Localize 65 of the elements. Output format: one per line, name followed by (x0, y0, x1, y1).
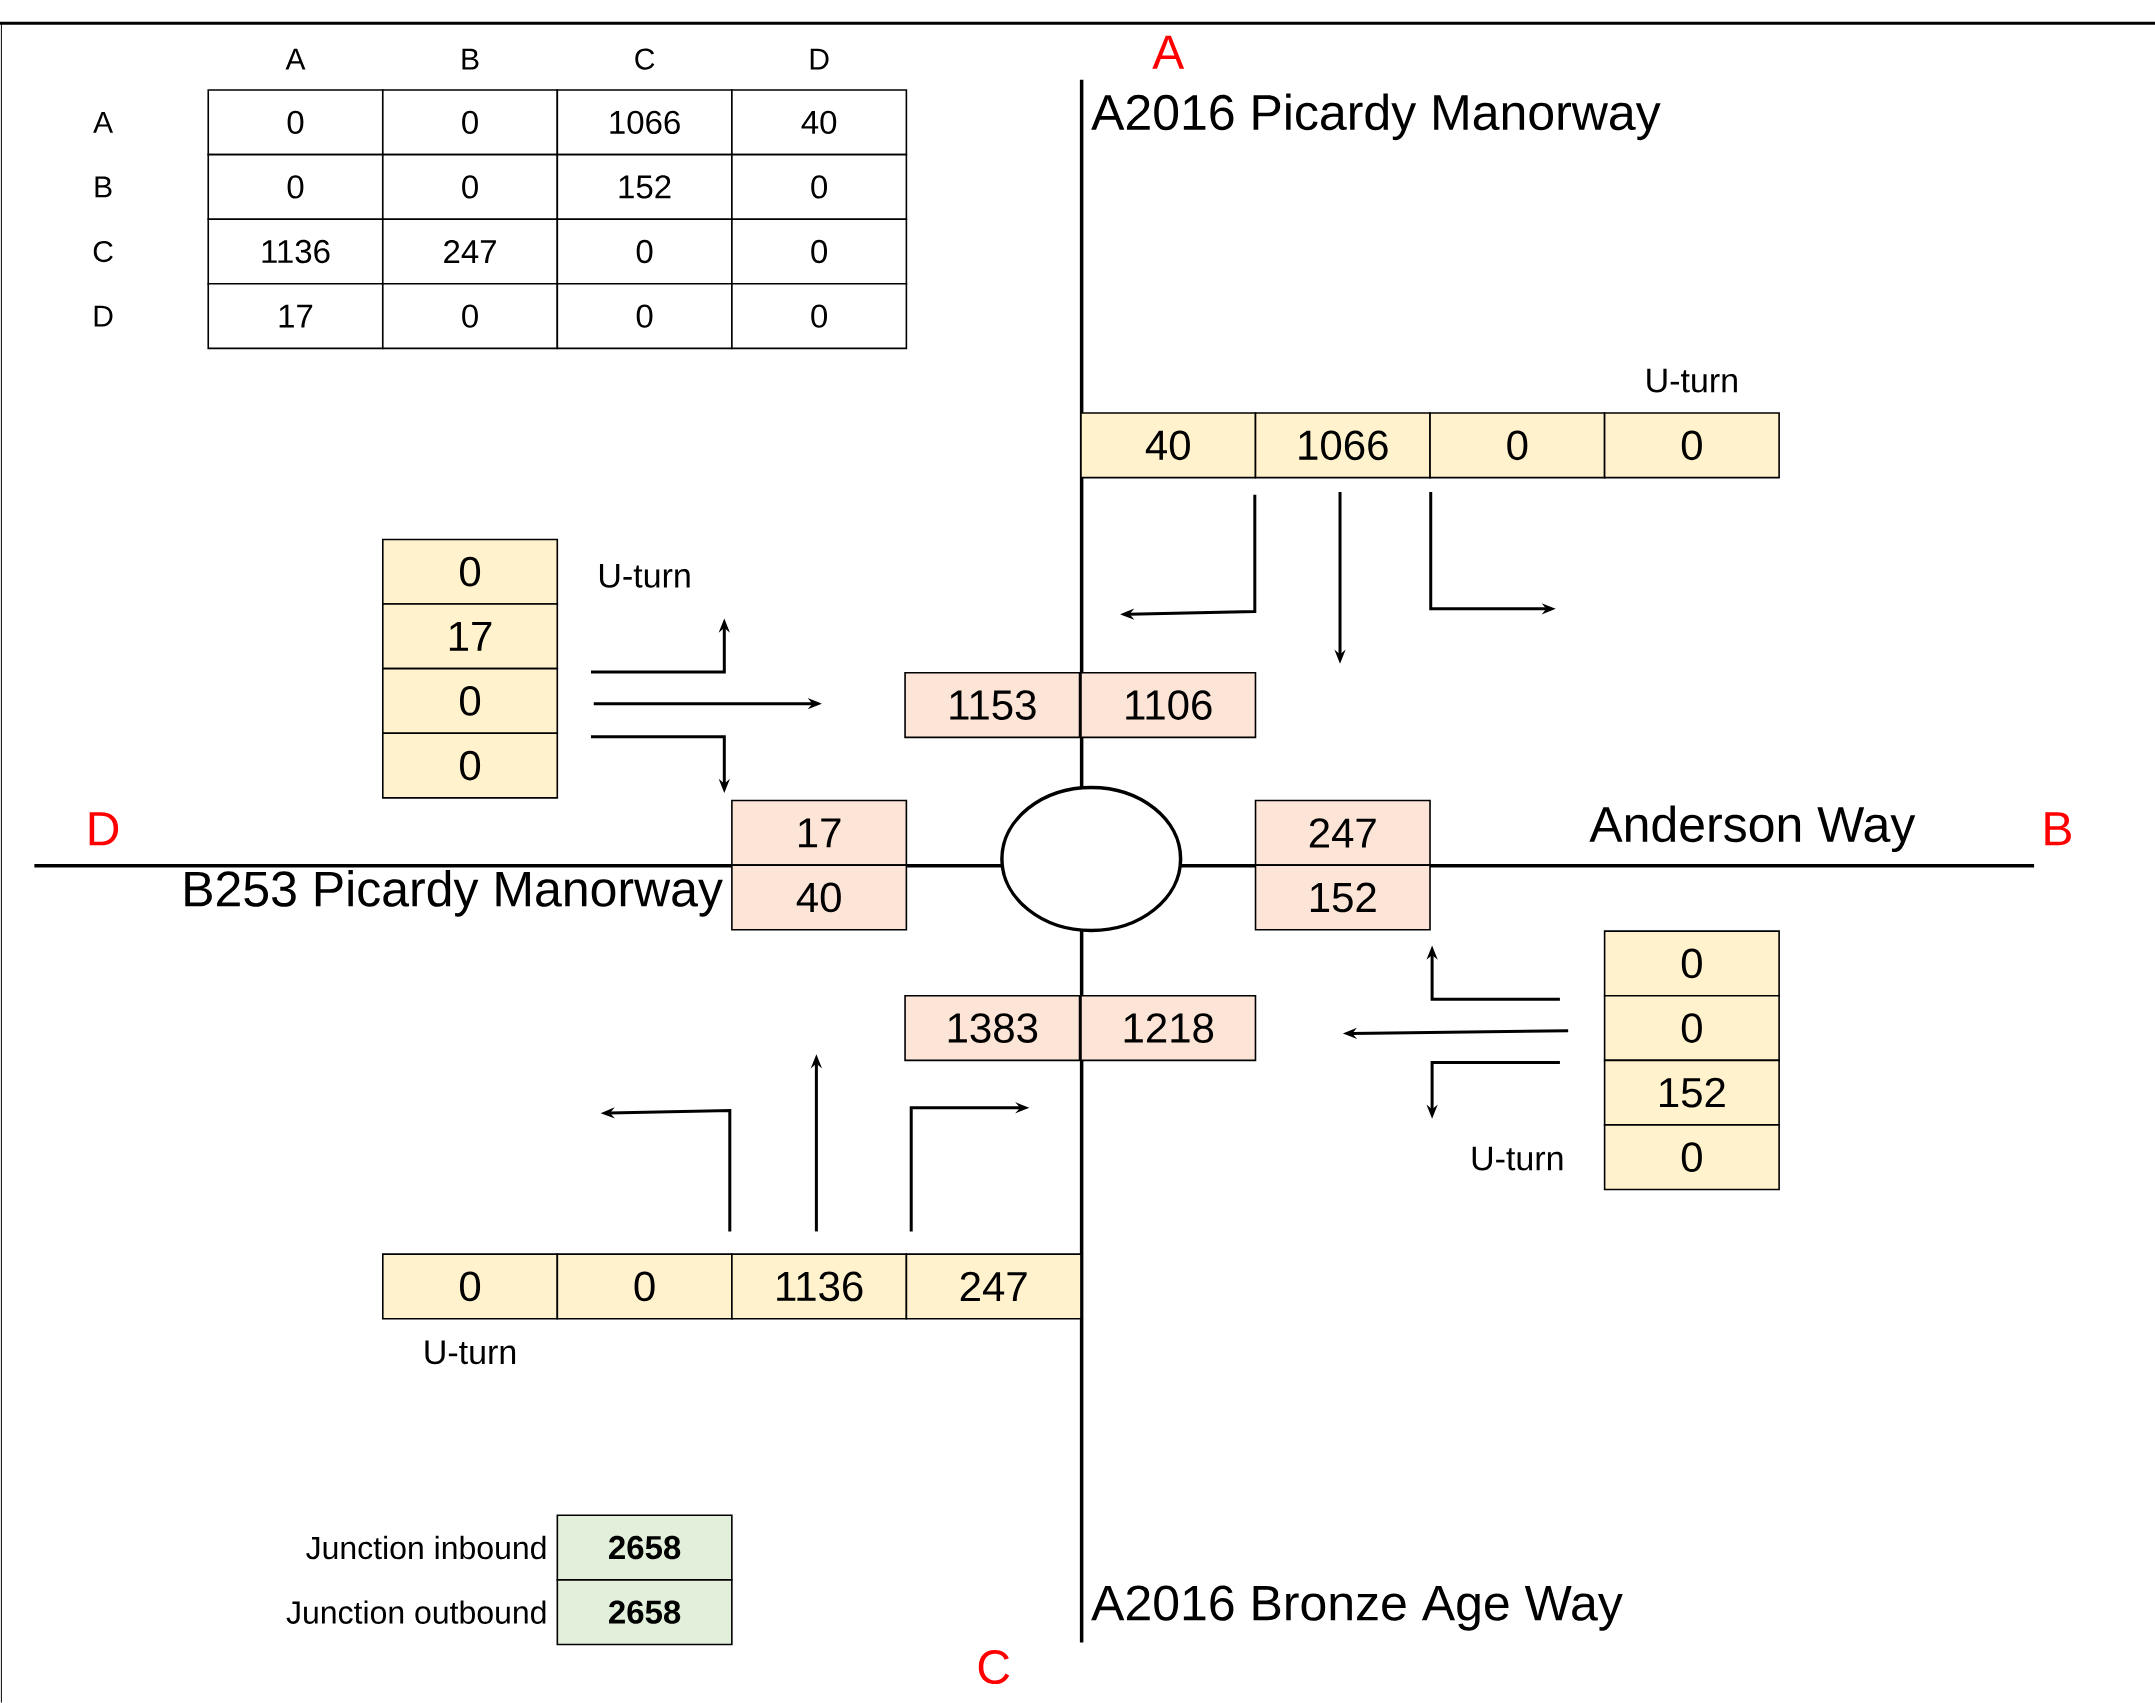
header-letter: D (94, 305, 113, 327)
roundabout (1000, 785, 1183, 933)
count-cell: 0 (382, 732, 559, 799)
flow-cell: 247 (1254, 799, 1431, 867)
road-name: A2016 Bronze Age Way (1091, 1585, 1623, 1631)
u-turn-label: U-turn (600, 564, 690, 588)
total-cell: 2658 (556, 1514, 733, 1581)
arm-letter: C (978, 1650, 1010, 1685)
road-name: Anderson Way (1589, 805, 1916, 853)
table-cell: 1136 (207, 218, 384, 285)
header-letter: A (285, 48, 306, 70)
table-cell: 1066 (556, 89, 733, 156)
flow-cell: 1153 (904, 672, 1081, 739)
table-cell: 0 (382, 283, 559, 350)
road-name: A2016 Picardy Manorway (1091, 93, 1661, 141)
count-cell: 17 (382, 603, 559, 670)
table-cell: 0 (731, 218, 908, 285)
table-cell: 17 (207, 283, 384, 350)
count-cell: 0 (1603, 1124, 1780, 1191)
header-letter: C (93, 240, 113, 263)
header-letter: B (95, 176, 112, 198)
count-cell: 0 (1429, 412, 1606, 479)
count-cell: 0 (556, 1253, 733, 1320)
table-cell: 0 (382, 89, 559, 156)
flow-cell: 1106 (1080, 672, 1257, 739)
u-turn-label: U-turn (1472, 1146, 1563, 1171)
count-cell: 152 (1603, 1059, 1780, 1126)
total-label: Junction inbound (306, 1535, 546, 1560)
road-name: B253 Picardy Manorway (185, 870, 723, 917)
count-cell: 0 (1603, 930, 1780, 997)
table-cell: 0 (382, 153, 559, 221)
total-cell: 2658 (556, 1579, 733, 1646)
table-cell: 247 (382, 218, 559, 285)
count-cell: 1136 (731, 1253, 908, 1320)
count-cell: 0 (382, 1253, 559, 1320)
count-cell: 0 (1603, 995, 1780, 1062)
count-cell: 247 (905, 1253, 1082, 1320)
table-cell: 152 (556, 153, 733, 221)
arm-letter: A (1152, 35, 1185, 69)
table-cell: 0 (207, 89, 384, 156)
flow-cell: 1218 (1080, 995, 1257, 1062)
table-cell: 0 (556, 218, 733, 285)
table-cell: 0 (731, 283, 908, 350)
u-turn-label: U-turn (1647, 368, 1737, 393)
flow-cell: 152 (1254, 864, 1431, 931)
header-letter: D (810, 48, 829, 70)
header-letter: C (635, 48, 655, 70)
flow-cell: 40 (731, 864, 908, 931)
arm-letter: B (2045, 812, 2071, 846)
header-letter: B (462, 48, 479, 70)
table-cell: 0 (207, 153, 384, 221)
count-cell: 0 (382, 538, 559, 605)
count-cell: 0 (1603, 412, 1780, 479)
table-cell: 40 (731, 89, 908, 156)
flow-cell: 17 (731, 799, 908, 867)
count-cell: 1066 (1254, 412, 1431, 479)
arm-letter: D (89, 812, 119, 846)
flow-cell: 1383 (904, 995, 1081, 1062)
table-cell: 0 (556, 283, 733, 350)
count-cell: 40 (1080, 412, 1257, 479)
total-label: Junction outbound (286, 1600, 546, 1624)
u-turn-label: U-turn (425, 1340, 516, 1365)
count-cell: 0 (382, 667, 559, 735)
header-letter: A (93, 112, 114, 133)
table-cell: 0 (731, 153, 908, 221)
